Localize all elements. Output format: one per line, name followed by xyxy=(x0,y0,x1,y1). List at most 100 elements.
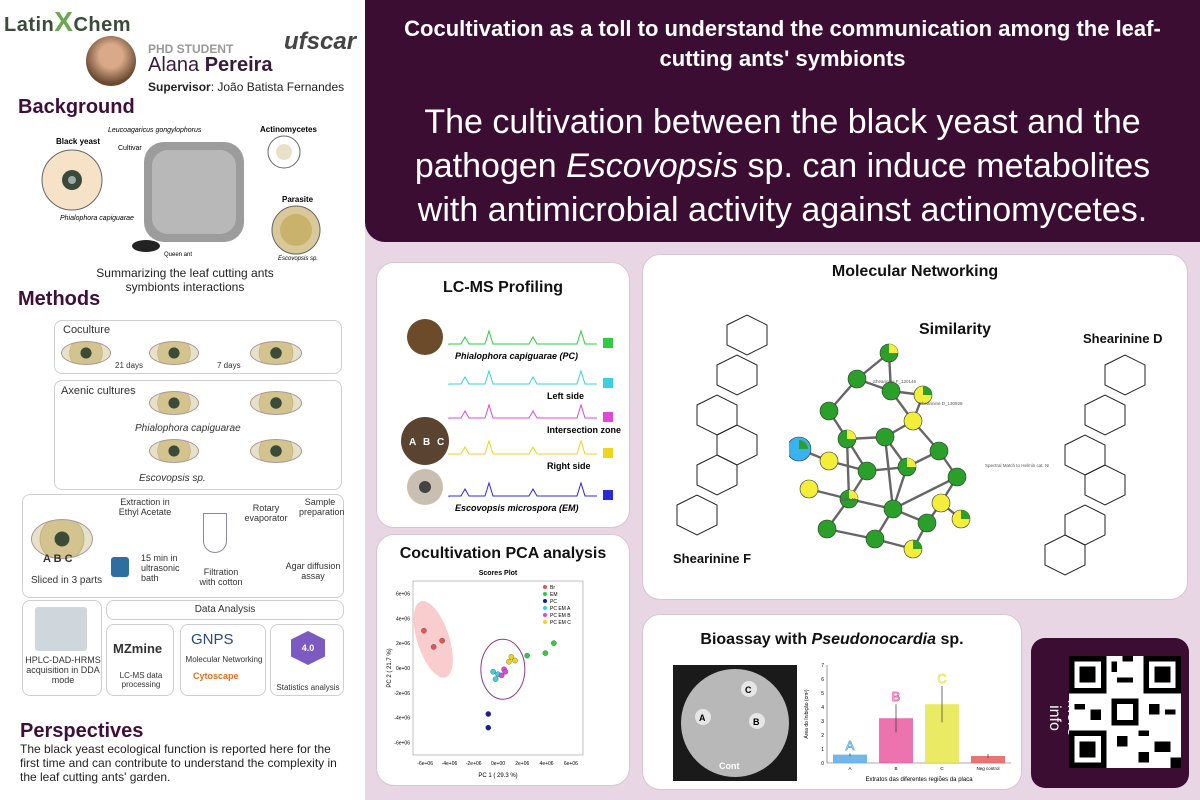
pca-legend-label-2: PC xyxy=(550,599,557,605)
bar-label-2: C xyxy=(937,671,946,686)
network-node xyxy=(857,461,877,481)
network-node-slice xyxy=(847,430,856,439)
metabo-label: Statistics analysis xyxy=(276,683,340,692)
lcms-trace-label-1: Left side xyxy=(547,391,584,401)
dish-3 xyxy=(250,341,302,365)
metaboanalyst-logo: 4.0 xyxy=(291,631,325,665)
dish-6 xyxy=(149,439,199,463)
pca-ytick: 6e+06 xyxy=(396,591,410,597)
pca-point-0 xyxy=(430,644,437,650)
shearinine-d-structure xyxy=(1044,354,1146,576)
pca-ytick: -4e+06 xyxy=(394,716,410,722)
axenic-label: Axenic cultures xyxy=(61,385,136,397)
lcms-legend-swatch-2 xyxy=(603,412,613,422)
left-column: LatinXChem ufscar PHD STUDENT Alana Pere… xyxy=(0,0,365,800)
lcms-trace-3 xyxy=(448,439,597,455)
pca-ytick: 4e+06 xyxy=(396,616,410,622)
poster-subtitle: The cultivation between the black yeast … xyxy=(414,103,1151,229)
mzmine-label: LC-MS data processing xyxy=(119,671,163,689)
coculture-card: Coculture 21 days 7 days xyxy=(54,320,342,374)
svg-text:Cont: Cont xyxy=(719,761,740,771)
pca-xtick: 6e+06 xyxy=(564,761,578,767)
bar-ytick: 6 xyxy=(821,677,824,683)
rotary-label: Rotary evaporator xyxy=(244,503,288,523)
lcms-trace-label-3: Right side xyxy=(547,461,591,471)
lcms-legend-swatch-0 xyxy=(603,338,613,348)
filter-funnel-icon xyxy=(203,513,227,553)
svg-text:Phialophora capiguarae: Phialophora capiguarae xyxy=(60,215,134,222)
pca-point-0 xyxy=(421,627,427,634)
svg-text:A: A xyxy=(409,437,416,448)
qr-code[interactable] xyxy=(1069,656,1181,768)
pca-legend-label-5: PC EM C xyxy=(550,620,571,626)
network-node-slice xyxy=(889,344,898,353)
bar-0 xyxy=(833,754,867,763)
network-panel: Molecular Networking Similarity Shearini… xyxy=(642,254,1188,600)
network-node-label: Spectral Match to Helmin cat. NIST xyxy=(985,463,1049,468)
filtration-label: Filtration with cotton xyxy=(199,567,243,587)
pca-point-5 xyxy=(506,659,512,665)
network-node-label: 120145 xyxy=(841,497,857,502)
gnps-label: Molecular Networking xyxy=(185,655,263,664)
network-title: Molecular Networking xyxy=(831,263,999,280)
network-node-slice xyxy=(799,440,808,449)
avatar xyxy=(86,36,136,86)
pca-xtick: -4e+06 xyxy=(442,761,458,767)
latinchem-logo: LatinXChem xyxy=(4,6,132,37)
network-node xyxy=(881,381,901,401)
pca-ellipse-pcem xyxy=(480,638,526,700)
methods-title: Methods xyxy=(18,288,101,310)
network-node xyxy=(847,369,867,389)
lcms-trace-4 xyxy=(448,481,597,497)
pca-point-5 xyxy=(508,654,515,660)
lcms-trace-1 xyxy=(448,369,597,385)
bar-label-1: B xyxy=(892,689,901,704)
network-edge xyxy=(892,475,958,511)
bar-ytick: 7 xyxy=(821,663,824,669)
bioassay-plate: A B C Cont xyxy=(673,665,797,781)
pca-ytick: -6e+06 xyxy=(394,741,410,747)
network-node xyxy=(917,513,937,533)
pca-ytick: -2e+06 xyxy=(394,691,410,697)
pca-ylabel: PC 2 ( 21.7 %) xyxy=(387,648,393,687)
dish-1 xyxy=(61,341,111,365)
pca-point-0 xyxy=(439,637,445,644)
pca-xtick: 0e+00 xyxy=(491,761,505,767)
axenic-species-2: Escovopsis sp. xyxy=(139,473,206,484)
step-21-days: 21 days xyxy=(115,361,144,370)
pca-legend-label-4: PC EM B xyxy=(550,613,571,619)
similarity-label: Similarity xyxy=(919,321,992,338)
shearinine-d-label: Shearinine D xyxy=(1083,331,1163,346)
network-edge xyxy=(845,438,851,500)
bar-xlabel: Extratos das diferentes regiões da placa xyxy=(865,777,973,783)
author-name: Alana Pereira xyxy=(148,54,273,76)
pca-xlabel: PC 1 ( 29.3 %) xyxy=(478,773,517,779)
shearinine-f-label: Shearinine F xyxy=(673,551,752,566)
lcms-traces: A B C Phialophora capiguarae (PC)Left si… xyxy=(401,319,621,513)
svg-text:Queen ant: Queen ant xyxy=(164,252,192,258)
pca-legend-marker-3 xyxy=(543,606,547,610)
gnps-logo: GNPS xyxy=(191,631,234,648)
network-node-slice xyxy=(849,490,858,499)
svg-text:C: C xyxy=(437,437,444,448)
bar-category-2: C xyxy=(940,766,944,771)
svg-text:Escovopsis sp.: Escovopsis sp. xyxy=(278,256,318,262)
network-node xyxy=(947,467,967,487)
extraction-label: Extraction in Ethyl Acetate xyxy=(118,497,172,517)
pca-title: Cocultivation PCA analysis xyxy=(399,545,607,562)
axenic-species-1: Phialophora capiguarae xyxy=(135,423,241,434)
pca-legend-marker-1 xyxy=(543,592,547,596)
lcms-legend-swatch-1 xyxy=(603,378,613,388)
hplc-card: HPLC-DAD-HRMS acquisition in DDA mode xyxy=(22,600,102,696)
lcms-trace-0 xyxy=(448,329,597,345)
network-node xyxy=(817,519,837,539)
lcms-legend-swatch-3 xyxy=(603,448,613,458)
network-node xyxy=(929,441,949,461)
lcms-trace-2 xyxy=(448,403,597,419)
lcms-panel: LC-MS Profiling A B C Phialophora capigu… xyxy=(376,262,630,528)
bar-ylabel: Área do Inibição (cm²) xyxy=(803,689,810,739)
mzmine-card: MZmine LC-MS data processing xyxy=(106,624,174,696)
network-node xyxy=(875,427,895,447)
hplc-label: HPLC-DAD-HRMS acquisition in DDA mode xyxy=(25,655,101,685)
